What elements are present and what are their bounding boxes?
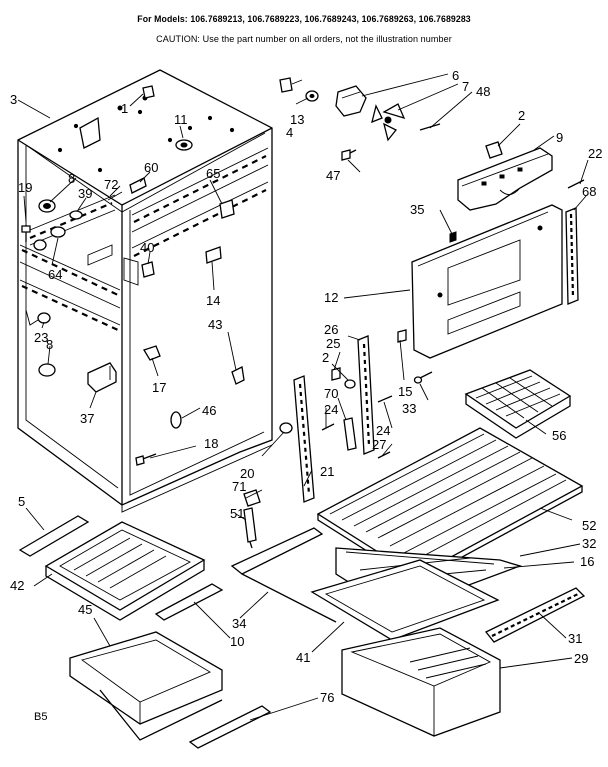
callout-11: 11 [174,112,188,127]
ice-tray [464,369,572,439]
callout-14: 14 [206,293,220,308]
callout-22: 22 [588,146,602,161]
callout-51: 51 [230,506,244,521]
callout-7: 7 [462,79,469,94]
liner-hardware [21,85,293,466]
callout-56: 56 [552,428,566,443]
callout-labels: 3 1 11 60 72 8 39 19 65 40 14 43 64 23 8… [10,68,602,723]
callout-24-right: 24 [376,423,390,438]
leader-lines [17,73,589,721]
callout-21: 21 [320,464,334,479]
crisper-assembly [230,527,586,737]
callout-15: 15 [398,384,412,399]
callout-25: 25 [326,336,340,351]
callout-5: 5 [18,494,25,509]
callout-68: 68 [582,184,596,199]
callout-10: 10 [230,634,244,649]
wire-shelf [316,427,584,583]
callout-32: 32 [582,536,596,551]
cabinet-liner [17,69,273,513]
shelf-supports [293,335,393,503]
callout-12: 12 [324,290,338,305]
callout-34: 34 [232,616,246,631]
callout-76: 76 [320,690,334,705]
callout-47: 47 [326,168,340,183]
callout-26: 26 [324,322,338,337]
models-line: For Models: 106.7689213, 106.7689223, 10… [137,14,471,25]
caution-line: CAUTION: Use the part number on all orde… [156,34,452,45]
callout-4: 4 [286,125,293,140]
callout-1: 1 [121,101,128,116]
callout-29: 29 [574,651,588,666]
footer-code: B5 [34,711,47,723]
callout-72: 72 [104,177,118,192]
callout-20: 20 [240,466,254,481]
callout-23: 23 [34,330,48,345]
callout-8-lower: 8 [46,337,53,352]
callout-17: 17 [152,380,166,395]
callout-3: 3 [10,92,17,107]
callout-37: 37 [80,411,94,426]
callout-46: 46 [202,403,216,418]
callout-40: 40 [140,240,154,255]
callout-60: 60 [144,160,158,175]
callout-35: 35 [410,202,424,217]
callout-71: 71 [232,479,246,494]
callout-27: 27 [372,437,386,452]
callout-8-upper: 8 [68,171,75,186]
callout-6: 6 [452,68,459,83]
callout-16: 16 [580,554,594,569]
callout-31: 31 [568,631,582,646]
callout-2-top: 2 [518,108,525,123]
callout-39: 39 [78,186,92,201]
callout-64: 64 [48,267,62,282]
callout-65: 65 [206,166,220,181]
callout-19: 19 [18,180,32,195]
callout-41: 41 [296,650,310,665]
callout-9: 9 [556,130,563,145]
callout-42: 42 [10,578,24,593]
evaporator-cover [397,204,579,384]
callout-2-lower: 2 [322,350,329,365]
callout-43: 43 [208,317,222,332]
freezer-shelves [18,515,272,749]
fan-assembly [279,77,585,211]
callout-45: 45 [78,602,92,617]
callout-33: 33 [402,401,416,416]
callout-18: 18 [204,436,218,451]
callout-70: 70 [324,386,338,401]
callout-52: 52 [582,518,596,533]
light-socket [243,489,261,549]
callout-13: 13 [290,112,304,127]
callout-24-left: 24 [324,402,338,417]
callout-48: 48 [476,84,490,99]
